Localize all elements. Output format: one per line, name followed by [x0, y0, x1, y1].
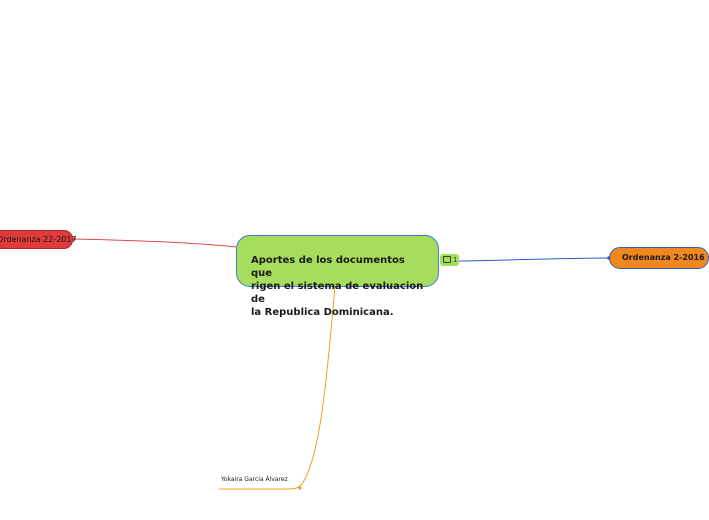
link-left-end — [72, 237, 76, 241]
link-right — [458, 257, 610, 262]
topic-label: Ordenanza 22-2017 — [0, 235, 77, 244]
comment-count: 1 — [453, 256, 458, 264]
comment-badge[interactable]: 1 — [440, 254, 459, 266]
topic-author[interactable]: Yokaira Garcia Álvarez — [221, 476, 288, 484]
link-bottom-end — [298, 486, 302, 490]
topic-label: Yokaira Garcia Álvarez — [221, 476, 288, 483]
link-bottom — [219, 286, 336, 490]
topic-label: Ordenanza 2-2016 — [622, 253, 705, 262]
central-topic-label: Aportes de los documentos que rigen el s… — [251, 255, 424, 318]
comment-icon — [443, 255, 451, 263]
link-left — [73, 238, 238, 248]
central-topic[interactable]: Aportes de los documentos que rigen el s… — [236, 235, 439, 318]
topic-ordenanza-22-2017[interactable]: Ordenanza 22-2017 — [0, 230, 77, 249]
topic-ordenanza-2-2016[interactable]: Ordenanza 2-2016 — [609, 247, 709, 269]
